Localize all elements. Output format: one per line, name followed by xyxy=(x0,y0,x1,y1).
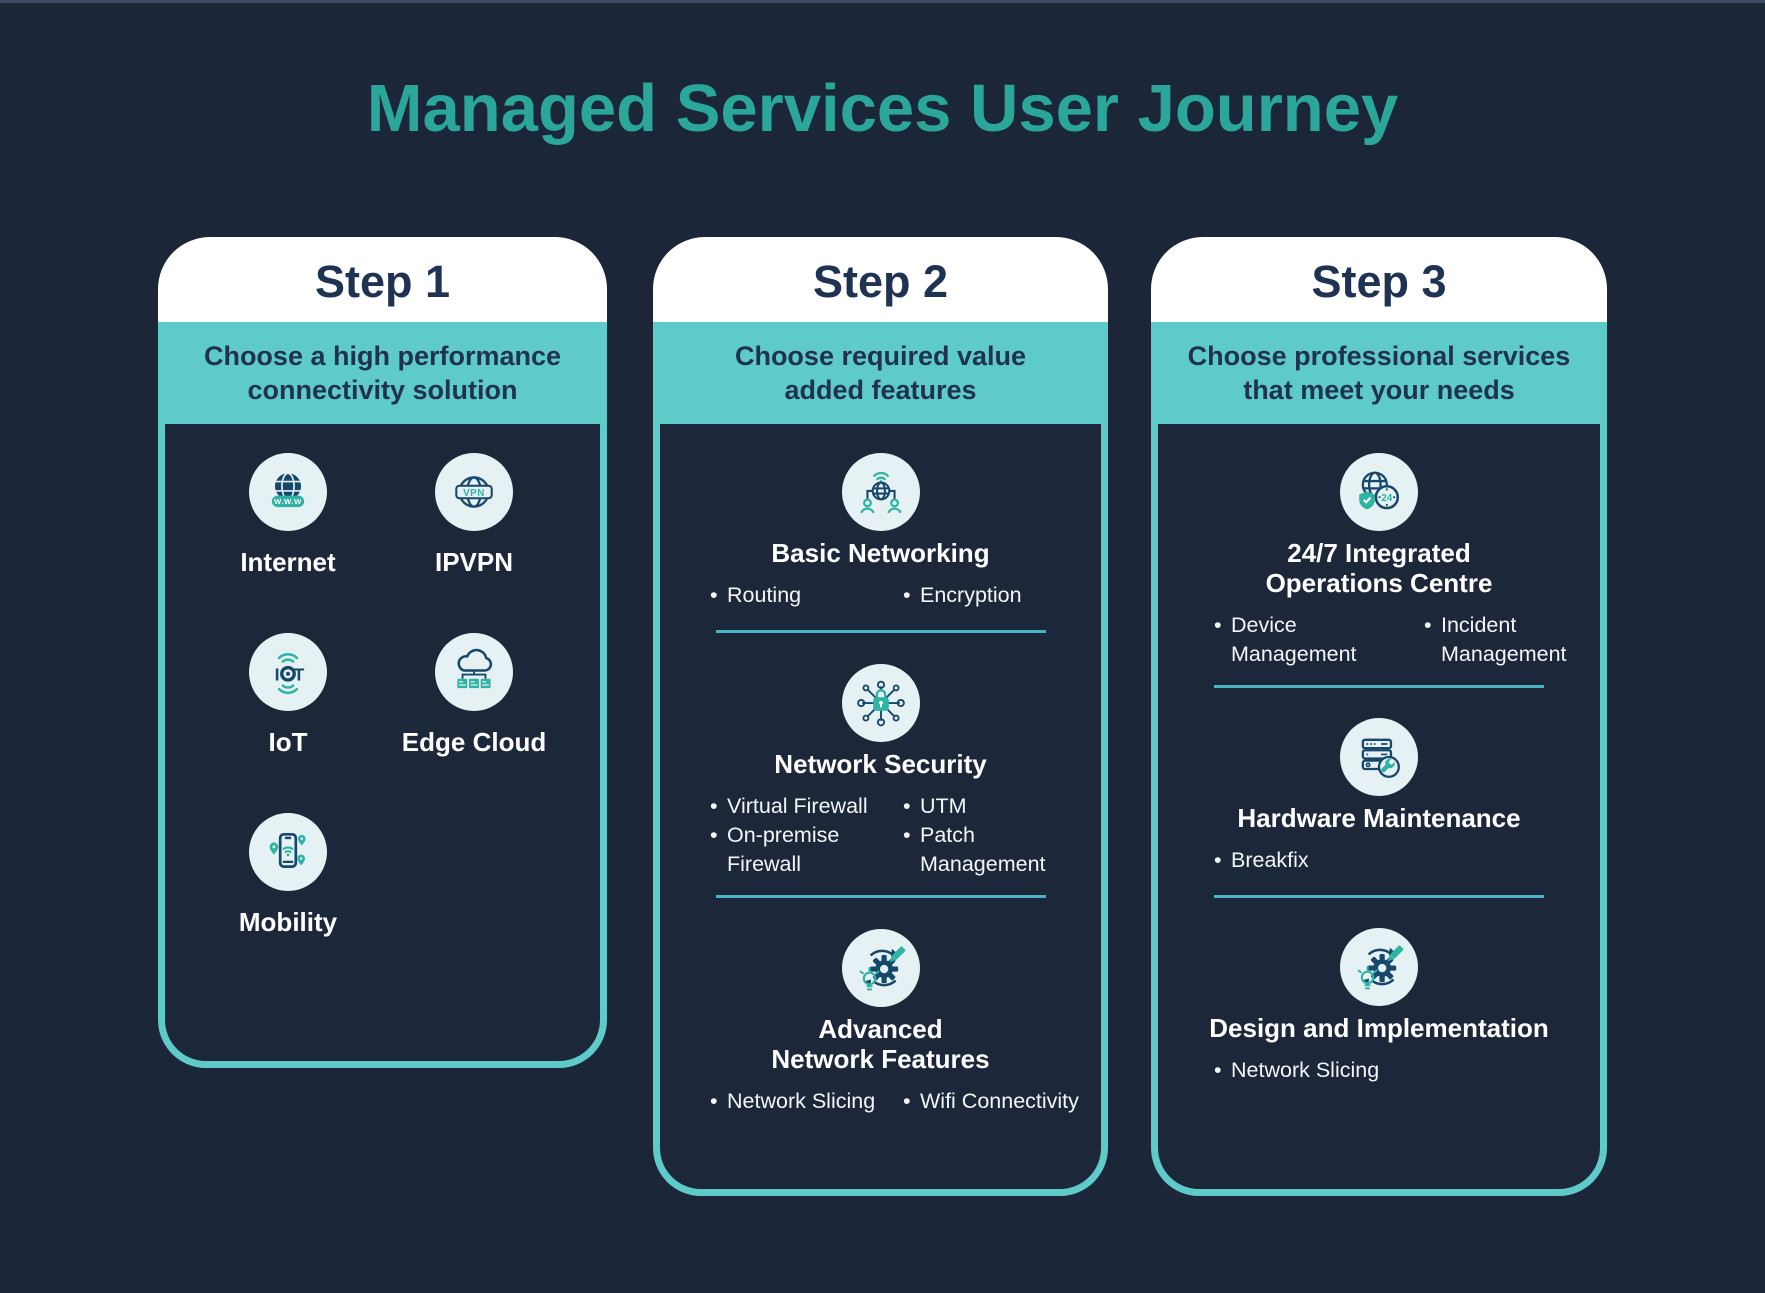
step-1-card: Step 1 Choose a high performance connect… xyxy=(158,237,607,1068)
step-2-card: Step 2 Choose required value added featu… xyxy=(653,237,1108,1196)
section-title: Network Security xyxy=(774,749,987,779)
section-divider xyxy=(1214,685,1544,688)
step-2-subtitle: Choose required value added features xyxy=(734,341,1027,405)
step-3-card: Step 3 Choose professional services that… xyxy=(1151,237,1607,1196)
item-label: Internet xyxy=(240,547,336,577)
bullet-item: UTM xyxy=(903,792,1101,821)
network-security-icon xyxy=(841,664,920,742)
bullet-item: Network Slicing xyxy=(710,1087,888,1116)
bullet-item: Virtual Firewall xyxy=(710,792,888,821)
bullet-item: Wifi Connectivity xyxy=(903,1087,1101,1116)
step-1-body: W.W.W Internet xyxy=(158,424,607,1068)
step-2-body: Basic Networking Routing Encryption xyxy=(653,424,1108,1196)
bullet-list: Virtual Firewall UTM On-premise Firewall… xyxy=(660,792,1101,879)
section-hardware-maintenance: Hardware Maintenance Breakfix xyxy=(1158,718,1600,898)
section-title: 24/7 Integrated Operations Centre xyxy=(1265,538,1493,598)
list-item-mobility: Mobility xyxy=(195,813,381,993)
edge-cloud-icon xyxy=(435,633,513,711)
advanced-network-features-icon xyxy=(841,929,920,1007)
design-and-implementation-icon xyxy=(1340,928,1418,1006)
section-advanced-network-features: Advanced Network Features Network Slicin… xyxy=(660,929,1101,1116)
bullet-item: Routing xyxy=(710,581,888,610)
bullet-item: On-premise Firewall xyxy=(710,821,888,879)
bullet-list: Device Management Incident Management xyxy=(1158,611,1600,669)
hardware-maintenance-icon xyxy=(1340,718,1418,796)
basic-networking-icon xyxy=(841,453,920,531)
bullet-item: Breakfix xyxy=(1214,846,1600,875)
list-item-ipvpn: VPN IPVPN xyxy=(381,453,567,633)
step-3-body: 24 24/7 Integrated Operations Centre Dev… xyxy=(1151,424,1607,1196)
step-3-subtitle: Choose professional services that meet y… xyxy=(1187,341,1571,405)
bullet-list: Routing Encryption xyxy=(660,581,1101,610)
svg-text:T: T xyxy=(294,664,305,684)
item-label: Mobility xyxy=(238,907,338,937)
step-2-label: Step 2 xyxy=(812,255,949,307)
iot-icon: I T xyxy=(249,633,327,711)
list-item-iot: I T IoT xyxy=(195,633,381,813)
step-3-header: Step 3 xyxy=(1151,237,1607,322)
bullet-item: Encryption xyxy=(903,581,1101,610)
svg-text:I: I xyxy=(275,664,280,684)
step-2-header: Step 2 xyxy=(653,237,1108,322)
step-2-subtitle-band: Choose required value added features xyxy=(653,322,1108,424)
internet-icon: W.W.W xyxy=(249,453,327,531)
bullet-list: Network Slicing xyxy=(1158,1056,1600,1085)
svg-text:W.W.W: W.W.W xyxy=(274,497,302,506)
section-integrated-operations-centre: 24 24/7 Integrated Operations Centre Dev… xyxy=(1158,453,1600,688)
section-title: Hardware Maintenance xyxy=(1237,803,1521,833)
bullet-item: Patch Management xyxy=(903,821,1101,879)
ipvpn-icon: VPN xyxy=(435,453,513,531)
item-label: IoT xyxy=(268,727,308,757)
bullet-list: Breakfix xyxy=(1158,846,1600,875)
section-divider xyxy=(1214,895,1544,898)
step-3-subtitle-band: Choose professional services that meet y… xyxy=(1151,322,1607,424)
step-1-header: Step 1 xyxy=(158,237,607,322)
section-title: Basic Networking xyxy=(771,538,990,568)
step-1-subtitle: Choose a high performance connectivity s… xyxy=(203,341,562,405)
svg-text:24: 24 xyxy=(1381,493,1392,504)
mobility-icon xyxy=(249,813,327,891)
bullet-list: Network Slicing Wifi Connectivity xyxy=(660,1087,1101,1116)
integrated-operations-centre-icon: 24 xyxy=(1340,453,1418,531)
list-item-edge-cloud: Edge Cloud xyxy=(381,633,567,813)
section-network-security: Network Security Virtual Firewall UTM On… xyxy=(660,664,1101,898)
screen-top-edge xyxy=(0,0,1765,3)
section-divider xyxy=(715,895,1046,898)
bullet-item: Device Management xyxy=(1214,611,1364,669)
connectivity-options-grid: W.W.W Internet xyxy=(165,424,600,993)
list-item-internet: W.W.W Internet xyxy=(195,453,381,633)
item-label: IPVPN xyxy=(434,547,514,577)
step-1-label: Step 1 xyxy=(314,255,451,307)
section-title: Advanced Network Features xyxy=(771,1014,990,1074)
svg-text:VPN: VPN xyxy=(463,488,485,499)
step-1-subtitle-band: Choose a high performance connectivity s… xyxy=(158,322,607,424)
section-design-and-implementation: Design and Implementation Network Slicin… xyxy=(1158,928,1600,1085)
section-title: Design and Implementation xyxy=(1209,1013,1549,1043)
bullet-item: Network Slicing xyxy=(1214,1056,1600,1085)
section-basic-networking: Basic Networking Routing Encryption xyxy=(660,453,1101,633)
page-title: Managed Services User Journey xyxy=(366,71,1399,146)
step-3-label: Step 3 xyxy=(1311,255,1447,307)
bullet-item: Incident Management xyxy=(1424,611,1600,669)
section-divider xyxy=(715,630,1046,633)
item-label: Edge Cloud xyxy=(401,727,547,757)
